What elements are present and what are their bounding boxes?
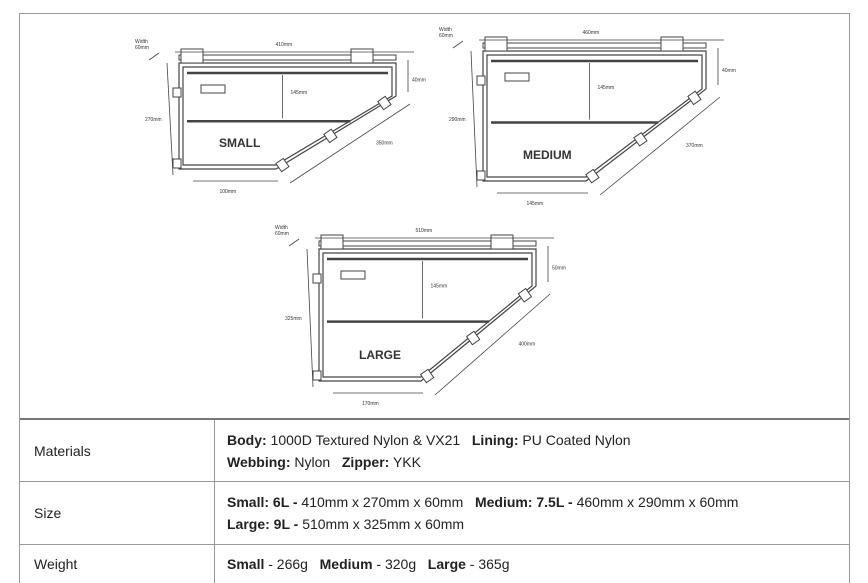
drop-label: 40mm xyxy=(412,78,426,84)
strap xyxy=(323,128,338,144)
strap xyxy=(180,48,204,64)
drop-label: 50mm xyxy=(552,266,566,272)
weight-large-key: Large xyxy=(427,556,466,572)
weight-small-key: Small xyxy=(227,556,265,572)
height-label: 270mm xyxy=(145,117,162,123)
size-small-key: Small: 6L - xyxy=(227,494,298,510)
size-small-value: 410mm x 270mm x 60mm xyxy=(297,494,464,510)
size-row: Size Small: 6L - 410mm x 270mm x 60mm Me… xyxy=(20,482,849,545)
zipper-key: Zipper: xyxy=(341,453,390,470)
strap xyxy=(312,273,322,284)
weight-label: Weight xyxy=(20,545,215,583)
height-label: 325mm xyxy=(285,316,302,322)
inner-height-label: 145mm xyxy=(291,90,308,96)
label-patch xyxy=(504,72,530,82)
height-label: 290mm xyxy=(449,117,466,123)
bag-outline xyxy=(178,62,397,170)
strap xyxy=(465,330,481,346)
strap xyxy=(419,368,435,384)
strap xyxy=(172,87,182,98)
size-label: Size xyxy=(20,482,215,544)
inner-height-label: 145mm xyxy=(431,283,448,289)
strap xyxy=(660,36,684,52)
top-tube xyxy=(318,240,537,247)
strap xyxy=(490,234,514,250)
width-label: Width xyxy=(275,225,288,231)
body-value: 1000D Textured Nylon & VX21 xyxy=(266,431,461,448)
size-medium-key: Medium: 7.5L - xyxy=(474,494,573,510)
bag-outline xyxy=(482,50,707,182)
strap xyxy=(275,157,290,173)
size-value: Small: 6L - 410mm x 270mm x 60mm Medium:… xyxy=(215,482,849,544)
strap xyxy=(312,370,322,381)
strap xyxy=(517,287,533,303)
top-length-label: 410mm xyxy=(276,42,293,48)
size-name: LARGE xyxy=(359,348,401,362)
bottom-length-label: 145mm xyxy=(527,201,544,207)
bag-outline xyxy=(322,252,533,378)
strap xyxy=(172,158,182,169)
size-name: SMALL xyxy=(219,136,260,150)
diagonal-label: 400mm xyxy=(519,342,536,348)
lining-value: PU Coated Nylon xyxy=(518,431,631,448)
size-name: MEDIUM xyxy=(523,148,572,162)
width-label: Width xyxy=(439,27,452,33)
materials-value: Body: 1000D Textured Nylon & VX21 Lining… xyxy=(215,420,849,481)
strap xyxy=(687,90,702,106)
strap xyxy=(476,170,486,181)
strap xyxy=(476,75,486,86)
strap xyxy=(320,234,344,250)
weight-row: Weight Small - 266g Medium - 320g Large … xyxy=(20,545,849,583)
weight-large-value: - 365g xyxy=(465,556,510,572)
size-large-value: 510mm x 325mm x 60mm xyxy=(298,516,465,532)
label-patch xyxy=(340,270,366,280)
weight-small-value: - 266g xyxy=(264,556,308,572)
width-label: Width xyxy=(135,39,148,45)
weight-medium-value: - 320g xyxy=(372,556,417,572)
diagonal-label: 350mm xyxy=(376,141,393,147)
size-large-key: Large: 9L - xyxy=(227,516,299,532)
strap xyxy=(633,131,648,147)
bottom-length-label: 170mm xyxy=(362,401,379,407)
top-length-label: 460mm xyxy=(583,30,600,36)
size-medium-value: 460mm x 290mm x 60mm xyxy=(572,494,739,510)
materials-label: Materials xyxy=(20,420,215,481)
width-value: 60mm xyxy=(439,33,453,39)
bag-outline xyxy=(486,54,703,178)
label-patch xyxy=(200,84,226,94)
diagonal-label: 370mm xyxy=(686,143,703,149)
inner-height-label: 145mm xyxy=(598,85,615,91)
drop-label: 40mm xyxy=(722,68,736,74)
body-key: Body: xyxy=(227,431,267,448)
top-tube xyxy=(482,42,707,49)
top-tube xyxy=(178,54,397,61)
strap xyxy=(377,95,392,111)
width-value: 60mm xyxy=(135,45,149,51)
strap xyxy=(484,36,508,52)
webbing-value: Nylon xyxy=(290,453,331,470)
bottom-length-label: 100mm xyxy=(220,189,237,195)
webbing-key: Webbing: xyxy=(227,453,291,470)
weight-value: Small - 266g Medium - 320g Large - 365g xyxy=(215,545,849,583)
top-length-label: 510mm xyxy=(416,228,433,234)
strap xyxy=(585,168,600,184)
zipper-value: YKK xyxy=(389,453,421,470)
bag-outline xyxy=(182,66,393,166)
bag-outline xyxy=(318,248,537,382)
width-value: 60mm xyxy=(275,231,289,237)
strap xyxy=(350,48,374,64)
weight-medium-key: Medium xyxy=(319,556,373,572)
lining-key: Lining: xyxy=(471,431,519,448)
materials-row: Materials Body: 1000D Textured Nylon & V… xyxy=(20,420,849,482)
